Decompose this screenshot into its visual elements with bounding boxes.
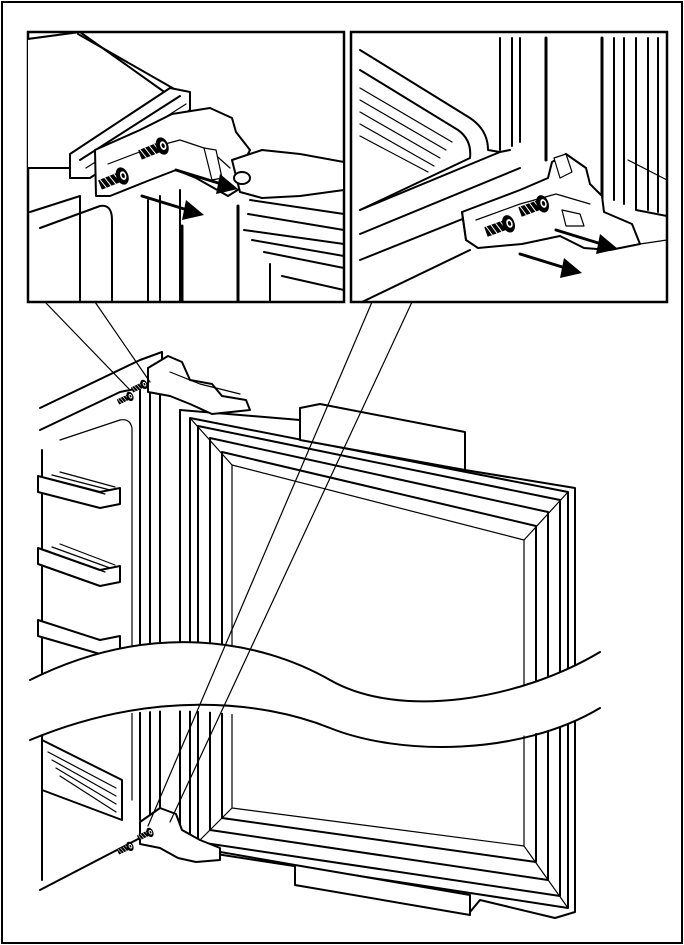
door [179,403,576,919]
detail-panel-top-hinge [26,30,346,304]
shelf-1 [37,471,121,509]
bottom-hinge-overview [115,807,221,863]
overview-drawing [29,301,601,919]
shelf-3 [37,619,121,655]
bottom-drawer [41,739,123,821]
break-band [29,641,601,748]
detail-panel-bottom-hinge [349,30,669,304]
shelf-2 [37,543,121,587]
top-hinge-overview [115,355,251,415]
cabinet-body [37,351,163,891]
leader-lines [44,301,413,827]
